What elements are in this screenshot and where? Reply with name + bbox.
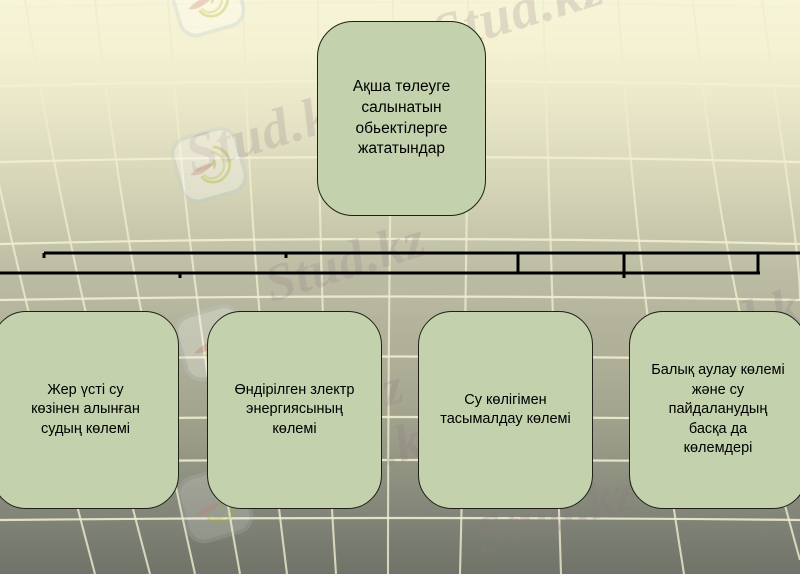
- child-node-label-3: Су көлігімен тасымалдау көлемі: [440, 391, 571, 427]
- child-node-box-4[interactable]: Балық аулау көлемі және су пайдаланудың …: [629, 311, 800, 509]
- child-node-box-3[interactable]: Су көлігімен тасымалдау көлемі: [418, 311, 593, 509]
- child-node-box-1[interactable]: Жер үсті су көзінен алынған судың көлемі: [0, 311, 179, 509]
- child-node-label-2: Өндірілген злектр энергиясының көлемі: [234, 381, 355, 437]
- child-node-label-4: Балық аулау көлемі және су пайдаланудың …: [651, 362, 785, 457]
- child-node-box-2[interactable]: Өндірілген злектр энергиясының көлемі: [207, 311, 382, 509]
- watermark-logo-icon: [170, 126, 248, 204]
- child-node-label-1: Жер үсті су көзінен алынған судың көлемі: [31, 381, 140, 437]
- root-node-label: Ақша төлеуге салынатын обьектілерге жата…: [352, 77, 451, 158]
- watermark-logo-icon: [168, 0, 246, 38]
- root-node-box[interactable]: Ақша төлеуге салынатын обьектілерге жата…: [317, 21, 486, 216]
